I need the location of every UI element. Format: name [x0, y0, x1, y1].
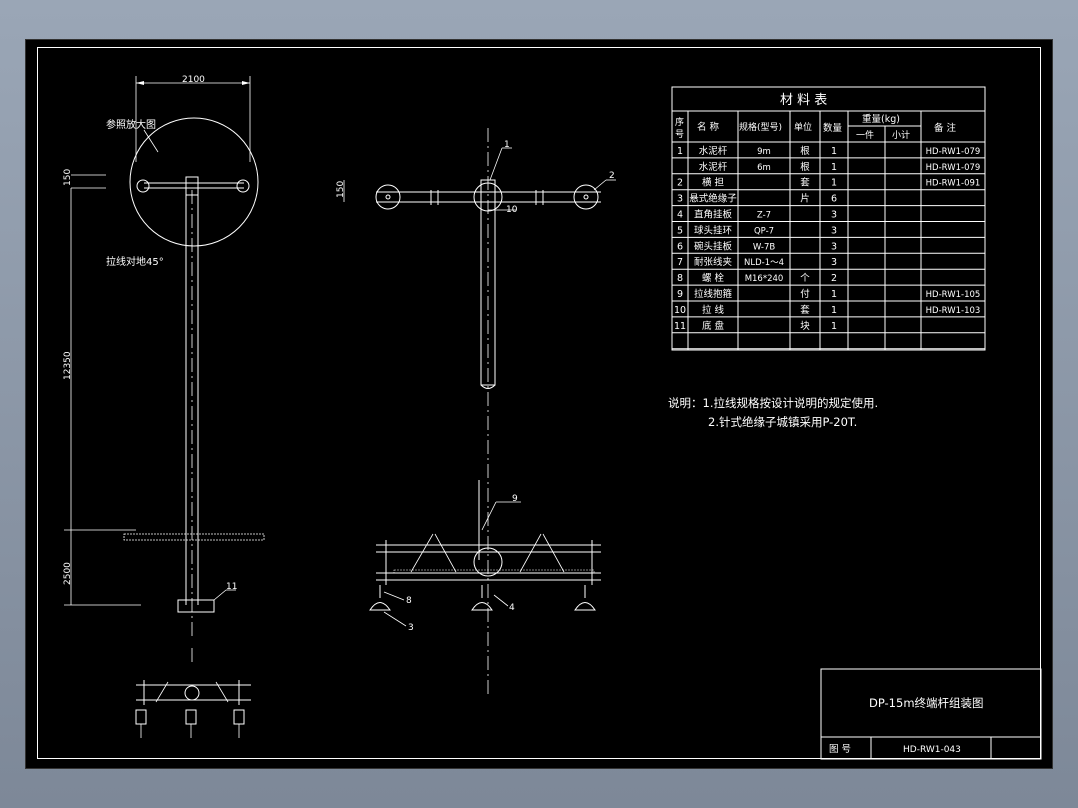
table-cell-name: 耐张线夹 — [694, 256, 733, 268]
guy-angle-note: 拉线对地45° — [106, 255, 164, 268]
table-cell-no: 4 — [677, 210, 683, 221]
table-cell-unit: 根 — [800, 161, 810, 173]
middle-plan-view: 150 1 2 10 9 — [336, 128, 616, 695]
table-cell-remark: HD-RW1-079 — [926, 163, 981, 173]
table-cell-no: 2 — [677, 178, 683, 189]
table-cell-name: 螺 栓 — [702, 272, 725, 284]
title-block: DP-15m终端杆组装图 图 号 HD-RW1-043 — [820, 668, 1042, 760]
table-cell-qty: 6 — [831, 194, 837, 205]
table-cell-qty: 2 — [831, 273, 837, 284]
cad-drawing: 2100 参照放大图 150 拉线对地45° 12350 — [63, 75, 1042, 760]
dim-2500: 2500 — [63, 562, 73, 585]
table-cell-unit: 付 — [800, 289, 810, 300]
table-cell-spec: 6m — [757, 163, 771, 173]
table-cell-spec: QP-7 — [754, 226, 774, 236]
table-cell-no: 5 — [677, 225, 683, 236]
table-cell-remark: HD-RW1-105 — [926, 290, 981, 300]
enlarge-note: 参照放大图 — [106, 118, 156, 131]
table-cell-qty: 3 — [831, 210, 837, 221]
table-cell-remark: HD-RW1-103 — [926, 306, 981, 316]
table-cell-spec: 9m — [757, 147, 771, 157]
header-no-1: 序 — [675, 116, 684, 128]
table-cell-no: 11 — [674, 321, 686, 332]
table-cell-no: 10 — [674, 305, 686, 316]
table-cell-unit: 套 — [800, 177, 810, 189]
table-title: 材 料 表 — [780, 93, 827, 108]
table-cell-no: 1 — [677, 146, 683, 157]
header-no-2: 号 — [675, 129, 684, 140]
table-cell-name: 碗头挂板 — [694, 240, 733, 252]
table-cell-qty: 1 — [831, 321, 837, 332]
table-cell-remark: HD-RW1-079 — [926, 147, 981, 157]
table-cell-name: 拉 线 — [702, 304, 725, 316]
dim-2100: 2100 — [182, 75, 205, 85]
table-cell-qty: 1 — [831, 146, 837, 157]
table-cell-unit: 个 — [800, 273, 810, 284]
table-cell-no: 8 — [677, 273, 683, 284]
table-cell-no: 3 — [677, 194, 683, 205]
drawing-sheet: 2100 参照放大图 150 拉线对地45° 12350 — [25, 39, 1053, 769]
dim-12350: 12350 — [63, 351, 73, 380]
callout-11: 11 — [226, 582, 237, 592]
table-cell-qty: 1 — [831, 289, 837, 300]
header-unit: 单位 — [794, 121, 812, 133]
table-cell-qty: 3 — [831, 241, 837, 252]
header-remark: 备 注 — [934, 122, 957, 134]
left-elevation-view: 2100 参照放大图 150 拉线对地45° 12350 — [63, 75, 265, 738]
callout-1: 1 — [504, 140, 510, 150]
table-cell-spec: W-7B — [753, 242, 776, 252]
callout-10: 9 — [512, 494, 518, 504]
table-cell-qty: 3 — [831, 225, 837, 236]
table-cell-unit: 套 — [800, 304, 810, 316]
table-cell-name: 球头挂环 — [694, 224, 732, 236]
enlarge-detail-circle — [129, 117, 259, 247]
header-weight-each: 一件 — [856, 129, 874, 141]
table-cell-spec: M16*240 — [745, 274, 784, 284]
table-cell-unit: 片 — [800, 193, 810, 205]
callout-8: 4 — [509, 603, 515, 613]
header-weight: 重量(kg) — [862, 113, 900, 125]
table-cell-unit: 根 — [800, 145, 810, 157]
header-spec: 规格(型号) — [739, 121, 782, 133]
table-cell-name: 直角挂板 — [694, 209, 733, 221]
callout-4: 8 — [406, 596, 412, 606]
table-cell-spec: Z-7 — [757, 211, 771, 221]
table-cell-qty: 3 — [831, 257, 837, 268]
table-cell-name: 水泥杆 — [699, 161, 728, 173]
table-cell-no: 7 — [677, 257, 683, 268]
header-qty: 数量 — [823, 122, 843, 134]
table-cell-name: 拉线抱箍 — [694, 288, 733, 300]
dim-150-left: 150 — [63, 169, 73, 186]
table-cell-unit: 块 — [800, 320, 810, 332]
table-cell-qty: 1 — [831, 305, 837, 316]
callout-2: 2 — [609, 171, 615, 181]
table-cell-qty: 1 — [831, 178, 837, 189]
table-cell-name: 水泥杆 — [699, 145, 728, 157]
material-table: 材 料 表 序 号 名 称 规格(型号) 单位 数量 重量(kg) 一件 小计 … — [671, 86, 986, 351]
table-cell-name: 底 盘 — [702, 320, 725, 332]
drawing-title: DP-15m终端杆组装图 — [869, 696, 984, 710]
header-weight-subtotal: 小计 — [892, 129, 910, 141]
callout-3: 3 — [408, 623, 414, 633]
table-cell-name: 横 担 — [702, 177, 725, 189]
table-cell-no: 9 — [677, 289, 683, 300]
table-cell-remark: HD-RW1-091 — [926, 179, 981, 189]
header-name: 名 称 — [697, 121, 720, 133]
table-cell-spec: NLD-1～4 — [744, 258, 784, 268]
notes: 说明：1.拉线规格按设计说明的规定使用. 2.针式绝缘子城镇采用P-20T. — [668, 396, 878, 429]
callout-9: 10 — [506, 205, 518, 215]
table-cell-no: 6 — [677, 241, 683, 252]
table-cell-qty: 1 — [831, 162, 837, 173]
dim-150-mid: 150 — [336, 181, 346, 198]
drawing-frame — [37, 47, 1041, 759]
drawing-no-label: 图 号 — [829, 744, 851, 755]
note-line-2: 2.针式绝缘子城镇采用P-20T. — [708, 415, 857, 429]
drawing-no: HD-RW1-043 — [903, 745, 961, 755]
note-line-1: 说明：1.拉线规格按设计说明的规定使用. — [668, 396, 878, 410]
table-cell-name: 悬式绝缘子 — [689, 193, 737, 205]
